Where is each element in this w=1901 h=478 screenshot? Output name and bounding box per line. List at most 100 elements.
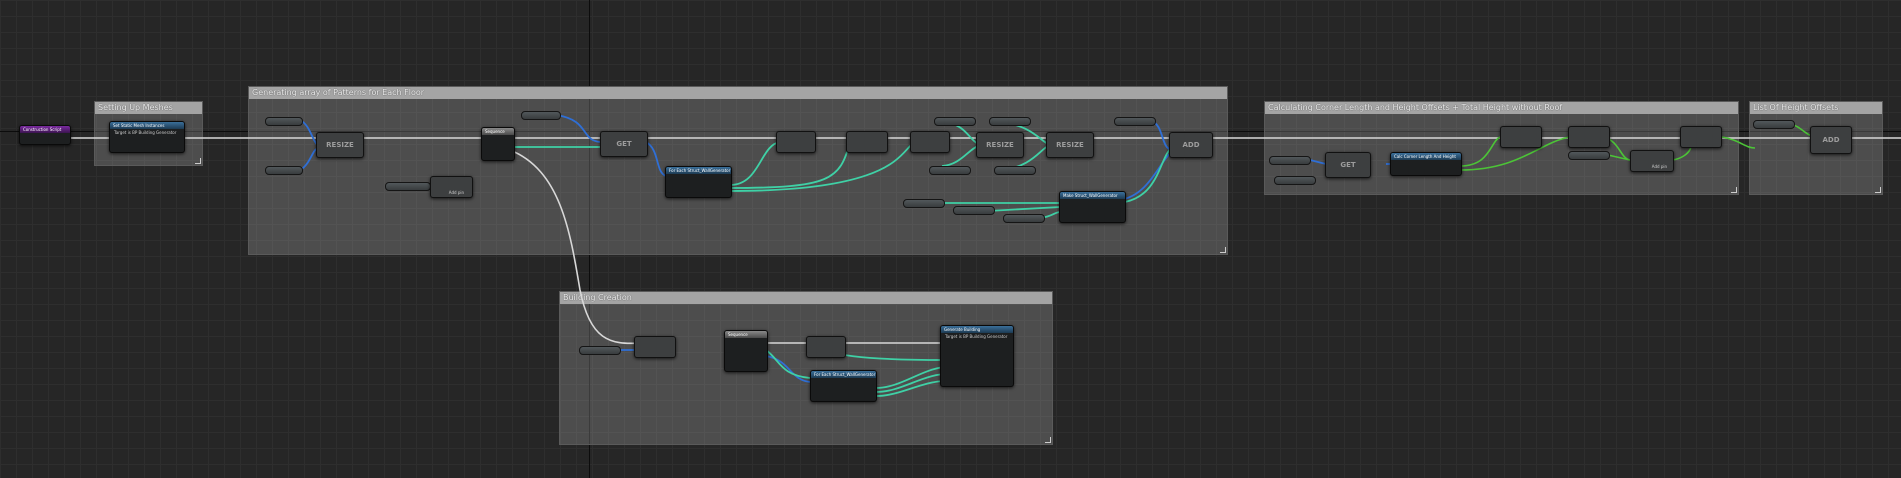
object-wire <box>1119 151 1173 201</box>
variable-get-node[interactable] <box>1753 120 1795 129</box>
comment-generating-array[interactable]: Generating array of Patterns for Each Fl… <box>248 86 1228 255</box>
float-wire <box>1721 136 1756 149</box>
comment-title[interactable]: Generating array of Patterns for Each Fl… <box>249 87 1227 99</box>
node-title: For Each Struct_WallGenerator <box>666 167 731 174</box>
node-title: Sequence <box>482 128 514 135</box>
struct-wire <box>875 366 945 389</box>
struct-wire <box>765 349 811 379</box>
make-struct-wall-generator-node[interactable]: Make Struct_WallGenerator <box>1059 191 1126 223</box>
variable-get-node[interactable] <box>521 111 561 120</box>
set-node[interactable] <box>910 131 950 153</box>
node-title: Sequence <box>725 331 767 338</box>
add-pin-node[interactable]: Add pin <box>430 176 473 198</box>
node-title: Make Struct_WallGenerator <box>1060 192 1125 199</box>
variable-get-node[interactable] <box>265 117 303 126</box>
add-pin-node[interactable]: Add pin <box>1630 150 1674 172</box>
add-pin-label[interactable]: Add pin <box>1651 164 1667 169</box>
variable-get-node[interactable] <box>994 166 1036 175</box>
node-label: RESIZE <box>1056 141 1084 149</box>
set-static-mesh-instances-node[interactable]: Set Static Mesh Instances Target is BP B… <box>109 121 185 153</box>
struct-wire <box>875 380 945 397</box>
set-node[interactable] <box>846 131 888 153</box>
exec-wires[interactable] <box>67 137 1901 345</box>
float-wire <box>1459 136 1571 171</box>
resize-handle[interactable] <box>1875 187 1881 193</box>
struct-wires[interactable] <box>510 121 1173 397</box>
node-title: Calc Corner Length And Height <box>1391 153 1461 160</box>
node-label: GET <box>1340 161 1356 169</box>
node-title: For Each Struct_WallGenerator <box>811 371 876 378</box>
node-subtitle: Target is BP Building Generator <box>945 334 1008 339</box>
construction-script-node[interactable]: Construction Script <box>19 125 71 145</box>
variable-get-node[interactable] <box>953 206 995 215</box>
struct-wire <box>729 141 781 186</box>
variable-get-node[interactable] <box>989 117 1031 126</box>
add-node[interactable]: ADD <box>1810 126 1852 154</box>
variable-get-node[interactable] <box>929 166 971 175</box>
node-label: RESIZE <box>986 141 1014 149</box>
get-node[interactable]: GET <box>600 131 648 157</box>
resize-handle[interactable] <box>1731 187 1737 193</box>
calc-corner-length-node[interactable]: Calc Corner Length And Height <box>1390 152 1462 176</box>
node-label: ADD <box>1822 136 1840 144</box>
node-label: RESIZE <box>326 141 354 149</box>
struct-wire <box>875 373 945 393</box>
struct-wire <box>729 141 851 189</box>
comment-title[interactable]: List Of Height Offsets <box>1750 102 1882 114</box>
struct-wire <box>941 145 979 167</box>
resize-node[interactable]: RESIZE <box>976 132 1024 158</box>
variable-get-node[interactable] <box>934 117 976 126</box>
generate-building-node[interactable]: Generate Building Target is BP Building … <box>940 325 1014 387</box>
float-wire <box>1607 154 1631 161</box>
struct-wire <box>729 141 916 192</box>
variable-get-node[interactable] <box>1003 214 1045 223</box>
variable-get-node[interactable] <box>1114 117 1156 126</box>
struct-wire <box>1124 147 1173 203</box>
resize-node[interactable]: RESIZE <box>316 132 364 158</box>
sequence-node[interactable]: Sequence <box>481 127 515 161</box>
comment-title[interactable]: Building Creation <box>560 292 1052 304</box>
resize-node[interactable]: RESIZE <box>1046 132 1094 158</box>
comment-calculating-offsets[interactable]: Calculating Corner Length and Height Off… <box>1264 101 1739 195</box>
object-wire <box>645 141 667 177</box>
node-title: Set Static Mesh Instances <box>110 122 184 129</box>
resize-handle[interactable] <box>1220 247 1226 253</box>
add-pin-label[interactable]: Add pin <box>448 190 464 195</box>
variable-get-node[interactable] <box>579 346 621 355</box>
comment-title[interactable]: Calculating Corner Length and Height Off… <box>1265 102 1738 114</box>
graph-origin-horizontal-axis <box>0 131 1901 132</box>
sequence-node[interactable]: Sequence <box>724 330 768 372</box>
set-node[interactable] <box>1500 126 1542 148</box>
for-each-struct-wall-generator-node[interactable]: For Each Struct_WallGenerator <box>810 370 877 402</box>
set-node[interactable] <box>1568 126 1610 148</box>
variable-get-node[interactable] <box>265 166 303 175</box>
comment-list-of-height-offsets[interactable]: List Of Height Offsets <box>1749 101 1883 195</box>
resize-handle[interactable] <box>195 158 201 164</box>
object-wire <box>555 114 601 143</box>
variable-get-node[interactable] <box>1274 176 1316 185</box>
node-label: ADD <box>1182 141 1200 149</box>
node-title: Generate Building <box>941 326 1013 333</box>
set-node[interactable] <box>806 336 846 358</box>
node-subtitle: Target is BP Building Generator <box>114 130 177 135</box>
object-wire <box>765 355 811 383</box>
object-wire <box>1309 159 1327 165</box>
variable-get-node[interactable] <box>1568 151 1610 160</box>
add-node[interactable]: ADD <box>1169 132 1213 158</box>
struct-wire <box>987 206 1061 212</box>
for-each-struct-wall-generator-node[interactable]: For Each Struct_WallGenerator <box>665 166 732 198</box>
node-title: Construction Script <box>20 126 70 133</box>
node-label: GET <box>616 140 632 148</box>
graph-origin-vertical-axis <box>589 0 590 478</box>
get-node[interactable]: GET <box>1325 152 1371 178</box>
resize-handle[interactable] <box>1045 437 1051 443</box>
set-node[interactable] <box>776 131 816 153</box>
exec-wire <box>509 149 641 345</box>
set-node[interactable] <box>1680 126 1722 148</box>
variable-get-node[interactable] <box>1269 156 1311 165</box>
variable-get-node[interactable] <box>903 199 945 208</box>
comment-title[interactable]: Setting Up Meshes <box>95 102 202 114</box>
get-node[interactable] <box>634 336 676 358</box>
variable-get-node[interactable] <box>385 182 431 191</box>
